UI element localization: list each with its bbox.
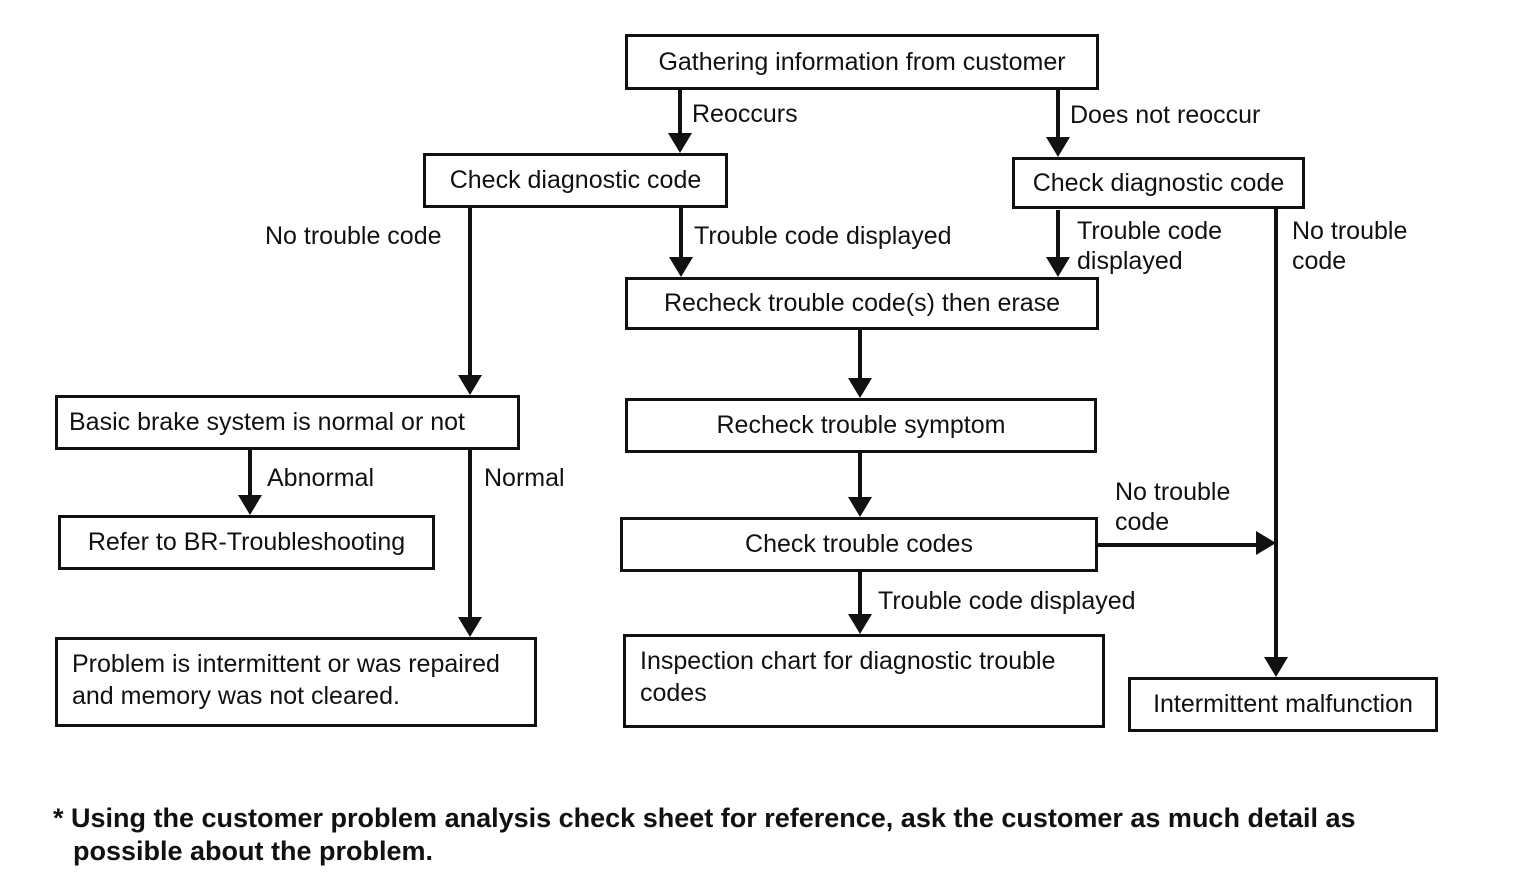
arrowhead-icon bbox=[848, 614, 872, 634]
node-check-trouble-codes: Check trouble codes bbox=[620, 517, 1098, 572]
edge-label-trouble-code-displayed-mid: Trouble code displayed bbox=[878, 587, 1136, 615]
arrowhead-icon bbox=[1264, 657, 1288, 677]
connector-checkcodes-to-inspection bbox=[858, 572, 862, 616]
edge-label-trouble-code-displayed-left: Trouble code displayed bbox=[694, 222, 952, 250]
edge-label-no-trouble-code-mid: No trouble code bbox=[1115, 478, 1231, 536]
node-problem-intermittent: Problem is intermittent or was repaired … bbox=[55, 637, 537, 727]
node-gathering-information: Gathering information from customer bbox=[625, 34, 1099, 90]
connector-checkleft-to-basicbrake bbox=[468, 208, 472, 377]
arrowhead-icon bbox=[848, 378, 872, 398]
connector-symptom-to-checkcodes bbox=[858, 453, 862, 499]
node-refer-br-troubleshooting: Refer to BR-Troubleshooting bbox=[58, 515, 435, 570]
connector-basicbrake-to-problem bbox=[468, 450, 472, 619]
node-basic-brake-system: Basic brake system is normal or not bbox=[55, 395, 520, 450]
footnote: * Using the customer problem analysis ch… bbox=[53, 803, 1356, 866]
arrowhead-icon bbox=[1046, 257, 1070, 277]
arrowhead-icon bbox=[238, 495, 262, 515]
connector-checkright-to-intermittent bbox=[1274, 209, 1278, 659]
edge-label-abnormal: Abnormal bbox=[267, 464, 374, 492]
connector-recheck-to-symptom bbox=[858, 330, 862, 380]
arrowhead-icon bbox=[458, 375, 482, 395]
edge-label-no-trouble-code-left: No trouble code bbox=[265, 222, 442, 250]
node-inspection-chart: Inspection chart for diagnostic trouble … bbox=[623, 634, 1105, 728]
connector-gathering-to-check-right bbox=[1056, 88, 1060, 139]
arrowhead-icon bbox=[848, 497, 872, 517]
edge-label-trouble-code-displayed-right: Trouble code displayed bbox=[1077, 217, 1222, 275]
arrowhead-icon bbox=[458, 617, 482, 637]
connector-checkcodes-to-intermittent bbox=[1098, 543, 1256, 547]
arrowhead-icon bbox=[1046, 137, 1070, 157]
connector-checkleft-to-recheck bbox=[679, 208, 683, 259]
node-recheck-trouble-codes-erase: Recheck trouble code(s) then erase bbox=[625, 277, 1099, 330]
edge-label-normal: Normal bbox=[484, 464, 565, 492]
connector-basicbrake-to-refer bbox=[248, 450, 252, 497]
arrowhead-icon bbox=[668, 133, 692, 153]
connector-checkright-to-recheck bbox=[1056, 210, 1060, 259]
node-recheck-trouble-symptom: Recheck trouble symptom bbox=[625, 398, 1097, 453]
arrowhead-icon bbox=[1256, 531, 1276, 555]
node-intermittent-malfunction: Intermittent malfunction bbox=[1128, 677, 1438, 732]
node-check-diagnostic-code-left: Check diagnostic code bbox=[423, 153, 728, 208]
arrowhead-icon bbox=[669, 257, 693, 277]
node-check-diagnostic-code-right: Check diagnostic code bbox=[1012, 157, 1305, 209]
edge-label-reoccurs: Reoccurs bbox=[692, 100, 798, 128]
edge-label-no-trouble-code-right: No trouble code bbox=[1292, 217, 1408, 275]
edge-label-does-not-reoccur: Does not reoccur bbox=[1070, 101, 1261, 129]
connector-gathering-to-check-left bbox=[678, 88, 682, 134]
